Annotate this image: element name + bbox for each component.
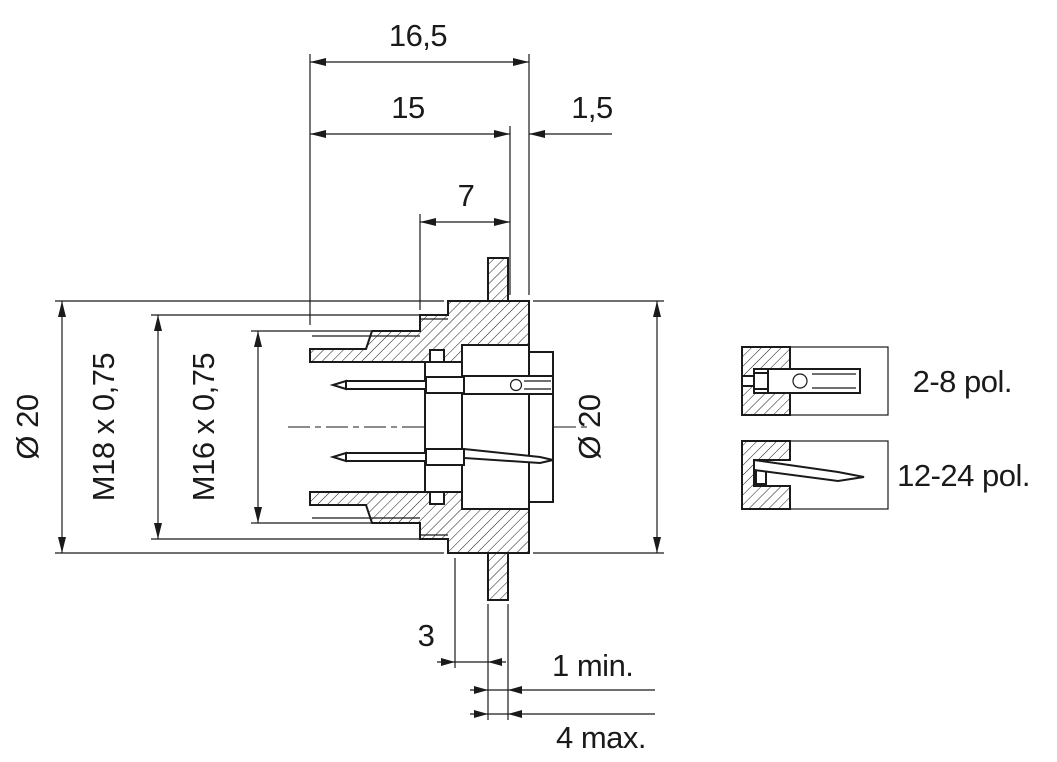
arrowhead bbox=[420, 218, 436, 226]
dimension-total-length: 16,5 bbox=[309, 18, 530, 325]
mounting-panel-bottom bbox=[487, 552, 509, 601]
variant-label-2-8: 2-8 pol. bbox=[913, 364, 1012, 399]
detail-solder-cup bbox=[767, 368, 861, 394]
dimension-diameter-right: Ø 20 bbox=[533, 300, 664, 554]
arrowhead bbox=[488, 658, 502, 666]
insulator-main-disc bbox=[461, 344, 530, 510]
dim-label-panel-min: 1 min. bbox=[552, 648, 633, 683]
upper-solder-cup bbox=[463, 375, 554, 395]
lower-pin-tip bbox=[329, 451, 347, 463]
arrowhead bbox=[310, 58, 326, 66]
dim-label-panel-offset: 3 bbox=[418, 618, 435, 653]
dim-label-total-length: 16,5 bbox=[389, 18, 447, 53]
arrowhead bbox=[474, 710, 488, 718]
variant-label-12-24: 12-24 pol. bbox=[897, 458, 1030, 493]
detail-pin-collar bbox=[753, 372, 769, 390]
insulator-rear-disc bbox=[528, 351, 554, 503]
dim-label-thread-m16: M16 x 0,75 bbox=[186, 353, 221, 501]
arrowhead bbox=[529, 130, 545, 138]
insulator-key-bottom bbox=[429, 491, 445, 505]
detail-insulator-section bbox=[741, 440, 791, 510]
arrowhead bbox=[441, 658, 455, 666]
upper-pin-tip bbox=[329, 379, 347, 391]
dim-label-flange-thickness: 1,5 bbox=[571, 90, 613, 125]
arrowhead bbox=[254, 331, 262, 347]
arrowhead bbox=[254, 507, 262, 523]
upper-solder-contact bbox=[329, 375, 554, 395]
arrowhead bbox=[58, 537, 66, 553]
lower-blade bbox=[463, 447, 554, 465]
lower-pin-body bbox=[425, 448, 465, 466]
dim-label-diameter-right: Ø 20 bbox=[572, 394, 607, 459]
arrowhead bbox=[653, 537, 661, 553]
arrowhead bbox=[154, 315, 162, 331]
arrowhead bbox=[508, 710, 522, 718]
mounting-panel-top bbox=[487, 257, 509, 302]
arrowhead bbox=[653, 301, 661, 317]
lower-pin-shaft bbox=[345, 452, 427, 462]
dim-label-thread-length: 7 bbox=[458, 178, 475, 213]
detail-pin-through bbox=[741, 375, 755, 387]
arrowhead bbox=[494, 130, 510, 138]
arrowhead bbox=[513, 58, 529, 66]
dimension-panel-max: 4 max. bbox=[470, 710, 655, 755]
upper-pin-shaft bbox=[345, 380, 427, 390]
dimension-diameter-left: Ø 20 bbox=[10, 300, 444, 554]
dim-label-thread-m18: M18 x 0,75 bbox=[86, 353, 121, 501]
solder-cup-hole bbox=[509, 378, 523, 392]
arrowhead bbox=[508, 686, 522, 694]
detail-view-flat-contact: 12-24 pol. bbox=[741, 440, 1031, 510]
dimension-thread-length: 7 bbox=[419, 178, 510, 310]
insulator-key-top bbox=[429, 349, 445, 363]
detail-view-solder-contact: 2-8 pol. bbox=[741, 346, 1013, 416]
detail-insulator-section bbox=[741, 346, 791, 416]
dim-label-panel-max: 4 max. bbox=[556, 720, 646, 755]
dimension-thread-m18: M18 x 0,75 bbox=[86, 314, 419, 540]
dimension-panel-offset: 3 bbox=[418, 558, 506, 720]
dimension-body-length: 15 bbox=[310, 90, 511, 295]
dimension-panel-min: 1 min. bbox=[470, 604, 655, 720]
upper-pin-body bbox=[425, 376, 465, 394]
detail-flat-blade bbox=[753, 458, 865, 483]
dim-label-diameter-left: Ø 20 bbox=[10, 394, 45, 459]
dimension-thread-m16: M16 x 0,75 bbox=[186, 330, 371, 524]
arrowhead bbox=[154, 523, 162, 539]
dim-label-body-length: 15 bbox=[391, 90, 424, 125]
lower-flat-contact bbox=[329, 447, 554, 466]
arrowhead bbox=[58, 301, 66, 317]
detail-solder-hole bbox=[792, 373, 808, 389]
dimension-flange-thickness: 1,5 bbox=[529, 90, 613, 138]
arrowhead bbox=[474, 686, 488, 694]
arrowhead bbox=[310, 130, 326, 138]
insulator bbox=[424, 344, 554, 510]
arrowhead bbox=[494, 218, 510, 226]
